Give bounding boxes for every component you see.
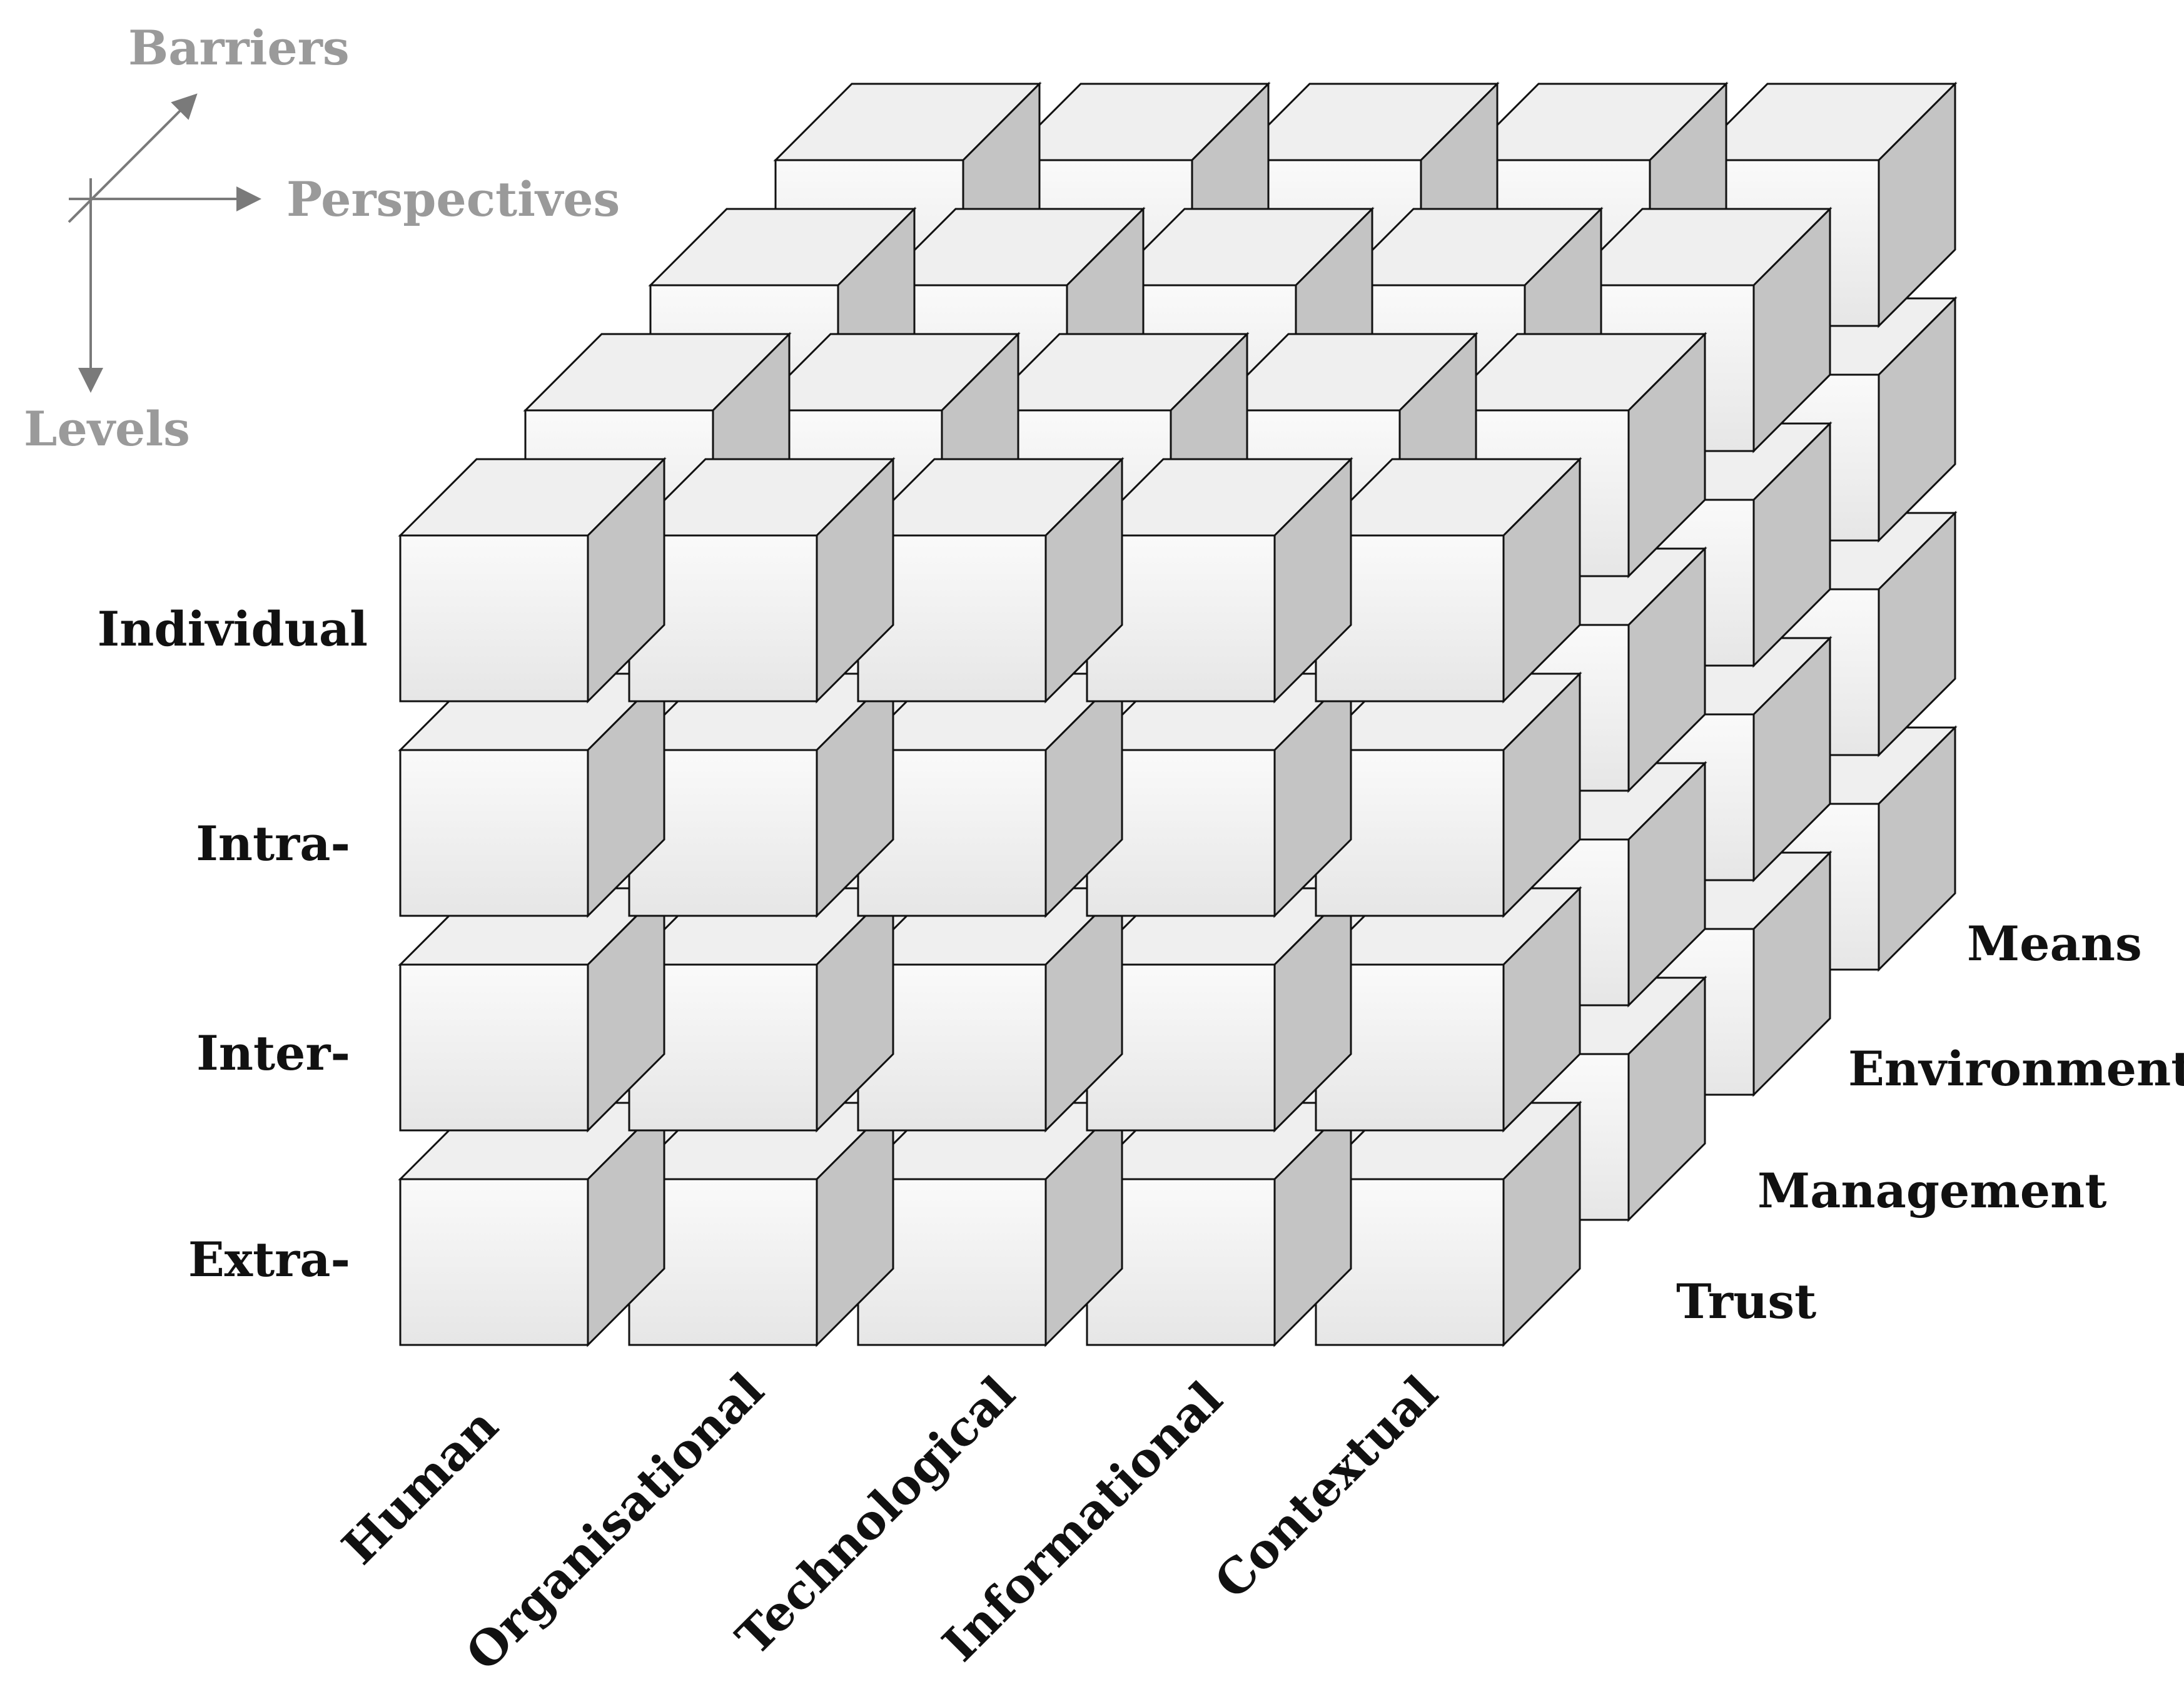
perspective-label-organisational: Organisational: [455, 1362, 774, 1681]
cube-3-0-0: [1084, 457, 1353, 704]
axes-legend: Barriers Perspectives Levels: [24, 20, 620, 457]
barrier-label-environment: Environment: [1848, 1041, 2184, 1097]
level-label-inter: Inter-: [196, 1025, 350, 1081]
cube-0-3-0: [398, 1100, 667, 1347]
cube-front-face: [399, 963, 589, 1132]
cube-1-0-0: [627, 457, 896, 704]
cube-1-3-0: [627, 1100, 896, 1347]
perspectives-axis-label: Perspectives: [286, 171, 620, 227]
level-label-individual: Individual: [98, 601, 368, 657]
level-labels: Individual Intra- Inter- Extra-: [98, 601, 368, 1287]
cube-0-1-0: [398, 671, 667, 918]
cube-3-1-0: [1084, 671, 1353, 918]
cube-2-2-0: [856, 886, 1125, 1133]
level-label-extra: Extra-: [188, 1232, 350, 1287]
cube-3-3-0: [1084, 1100, 1353, 1347]
cube-4-1-0: [1313, 671, 1582, 918]
barrier-label-management: Management: [1757, 1163, 2107, 1219]
cube-front-face: [399, 1178, 589, 1346]
cube-2-0-0: [856, 457, 1125, 704]
cube-3-2-0: [1084, 886, 1353, 1133]
cube-4-3-0: [1313, 1100, 1582, 1347]
barriers-axis-label: Barriers: [128, 20, 350, 76]
cube-grid: [398, 81, 1958, 1347]
perspective-label-human: Human: [331, 1397, 509, 1575]
cube-1-2-0: [627, 886, 896, 1133]
perspective-labels: Human Organisational Technological Infor…: [331, 1362, 1448, 1681]
cube-2-3-0: [856, 1100, 1125, 1347]
levels-axis-label: Levels: [24, 401, 190, 457]
barriers-axis-arrow: [68, 93, 198, 223]
cube-front-face: [399, 534, 589, 702]
level-label-intra: Intra-: [196, 816, 350, 871]
perspective-label-contextual: Contextual: [1204, 1365, 1448, 1610]
cube-front-face: [399, 749, 589, 917]
cube-0-0-0: [398, 457, 667, 704]
barrier-label-means: Means: [1967, 916, 2142, 971]
cube-4-0-0: [1313, 457, 1582, 704]
cube-1-1-0: [627, 671, 896, 918]
cube-2-1-0: [856, 671, 1125, 918]
cube-4-2-0: [1313, 886, 1582, 1133]
cube-0-2-0: [398, 886, 667, 1133]
barrier-label-trust: Trust: [1676, 1274, 1816, 1329]
barrier-labels: Trust Management Environment Means: [1676, 916, 2184, 1329]
